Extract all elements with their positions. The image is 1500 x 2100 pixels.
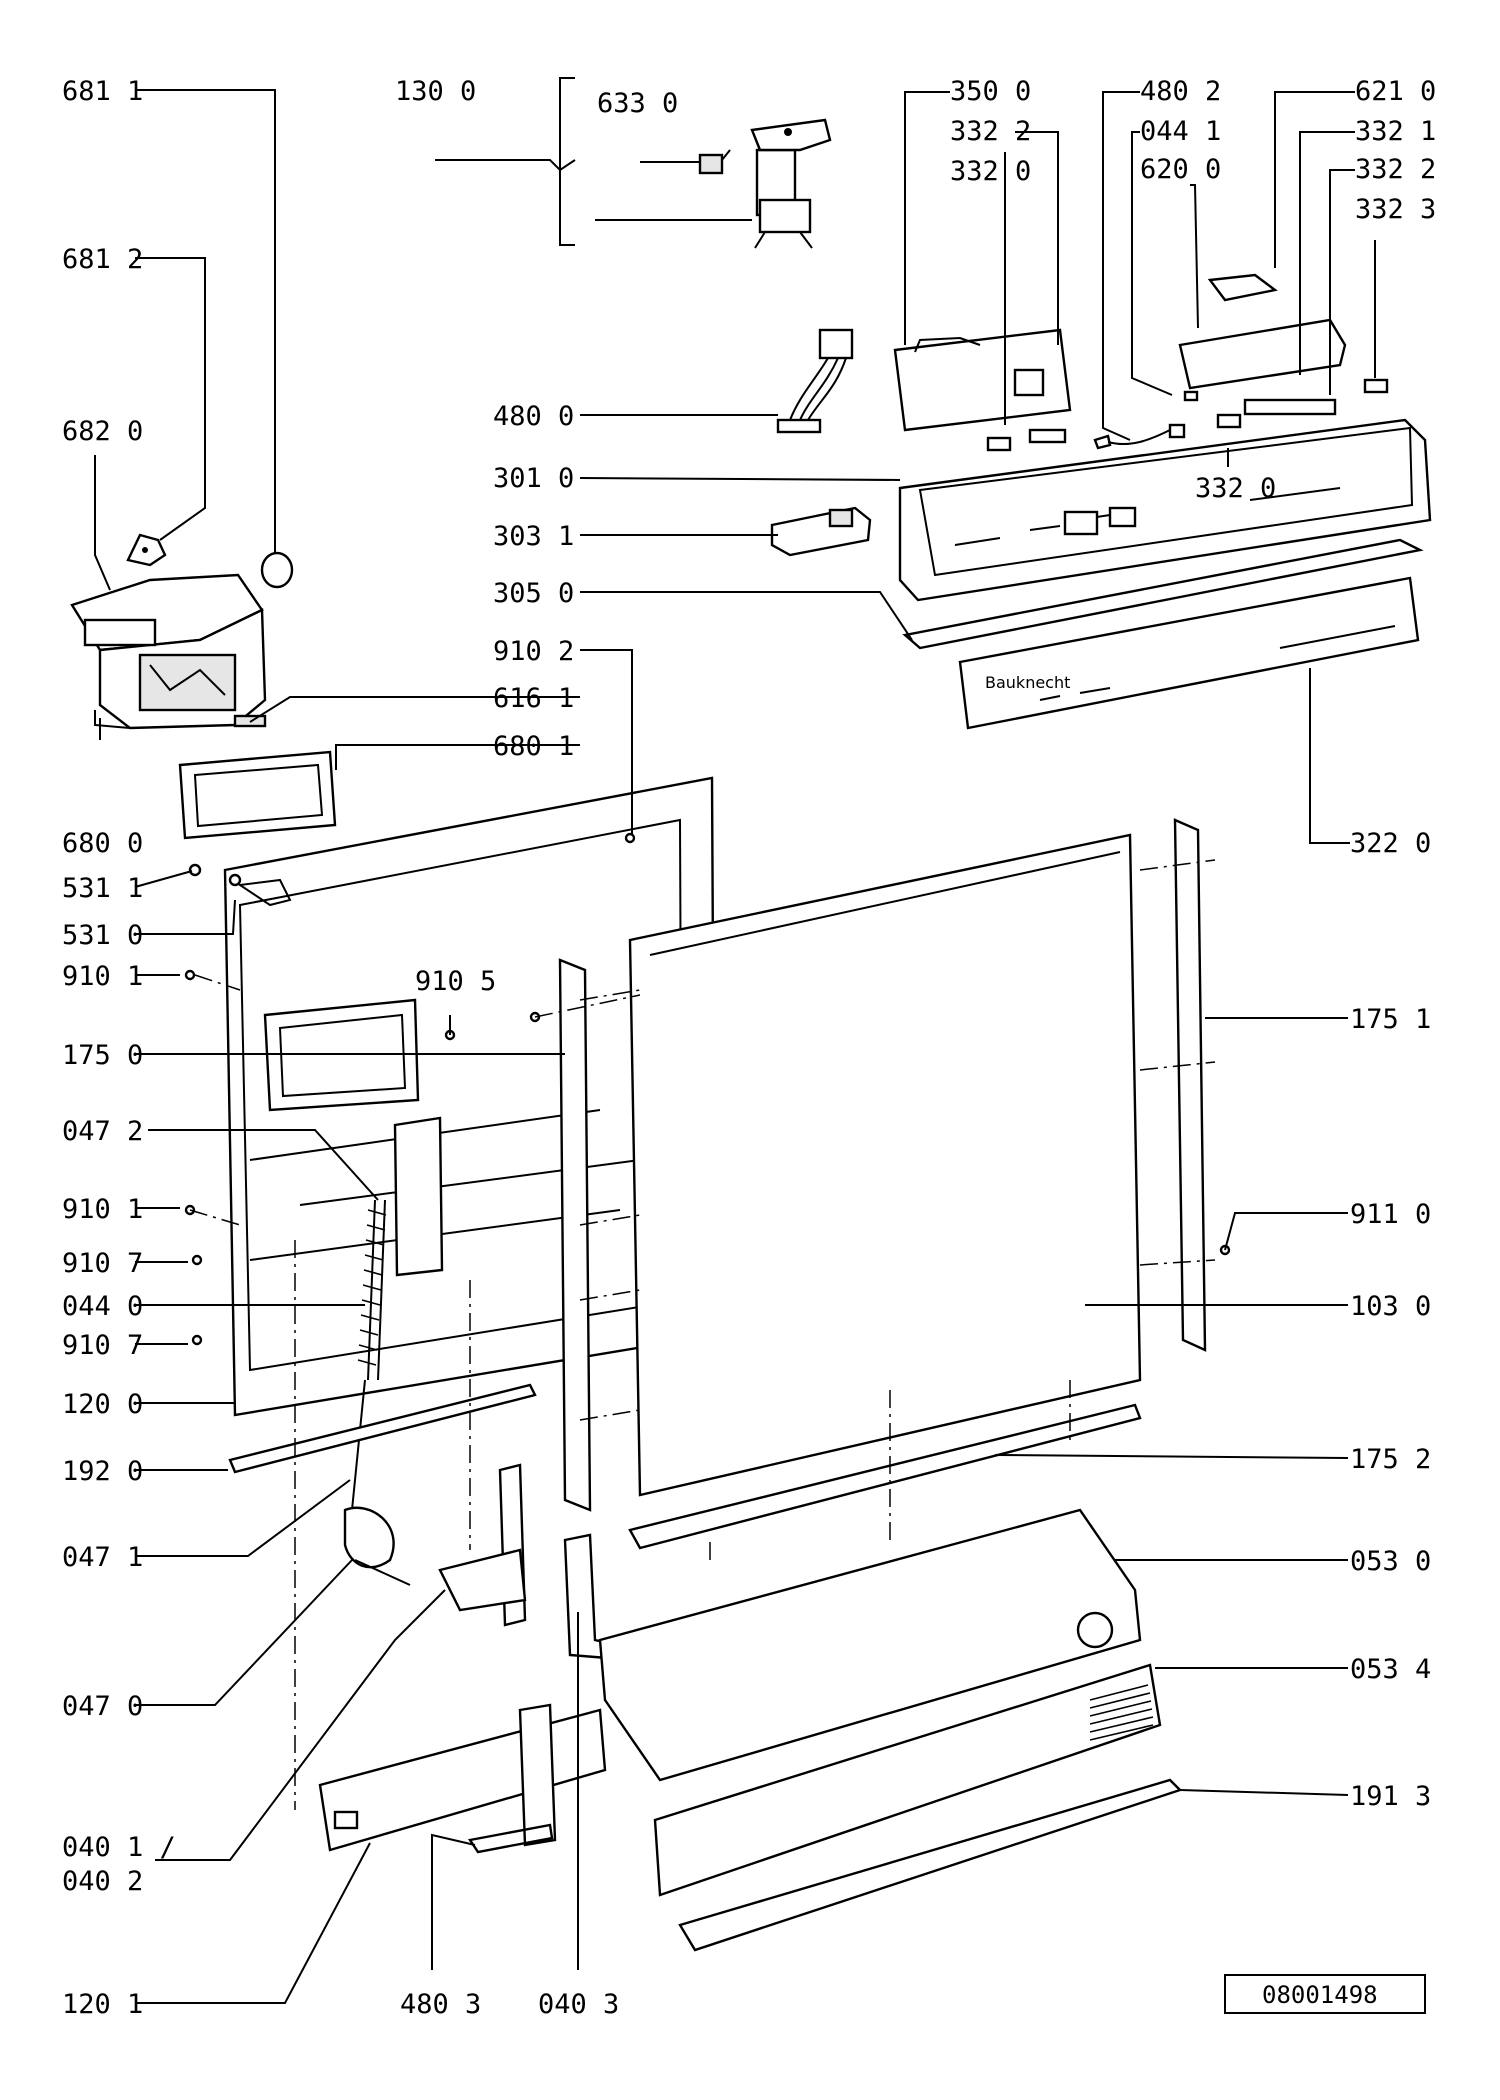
label-616-1: 616 1 [493, 683, 574, 714]
label-911-0: 911 0 [1350, 1199, 1431, 1230]
label-531-0: 531 0 [62, 920, 143, 951]
label-682-0: 682 0 [62, 416, 143, 447]
label-480-3: 480 3 [400, 1989, 481, 2020]
label-332-0-mid: 332 0 [1195, 473, 1276, 504]
label-120-1: 120 1 [62, 1989, 143, 2020]
label-047-0: 047 0 [62, 1691, 143, 1722]
label-350-0: 350 0 [950, 76, 1031, 107]
label-332-2-top: 332 2 [950, 116, 1031, 147]
label-480-2: 480 2 [1140, 76, 1221, 107]
label-332-2-right: 332 2 [1355, 154, 1436, 185]
label-040-3: 040 3 [538, 1989, 619, 2020]
part-hinge-047-1 [343, 1506, 411, 1586]
label-175-0: 175 0 [62, 1040, 143, 1071]
part-panel-301 [898, 418, 1432, 602]
label-305-0: 305 0 [493, 578, 574, 609]
part-rail-305 [902, 538, 1424, 650]
label-175-2: 175 2 [1350, 1444, 1431, 1475]
part-spring-044-0 [349, 1199, 387, 1531]
part-panel-120-1 [318, 1708, 607, 1852]
label-680-1: 680 1 [493, 731, 574, 762]
part-block-303 [770, 506, 872, 557]
label-531-1: 531 1 [62, 873, 143, 904]
label-130-0: 130 0 [395, 76, 476, 107]
part-rail-175-2 [628, 1403, 1142, 1550]
label-620-0: 620 0 [1140, 154, 1221, 185]
part-fascia-322: Bauknecht [958, 576, 1420, 730]
label-910-7-b: 910 7 [62, 1330, 143, 1361]
label-175-1: 175 1 [1350, 1004, 1431, 1035]
part-bracket-130 [698, 118, 832, 249]
brand-label: Bauknecht [985, 673, 1070, 692]
label-910-5: 910 5 [415, 966, 496, 997]
part-kickplate-053 [598, 1508, 1142, 1782]
label-053-0: 053 0 [1350, 1546, 1431, 1577]
part-inner-door-120 [223, 776, 717, 1417]
label-322-0: 322 0 [1350, 828, 1431, 859]
label-633-0: 633 0 [597, 88, 678, 119]
label-680-0: 680 0 [62, 828, 143, 859]
label-332-1: 332 1 [1355, 116, 1436, 147]
label-332-0-top: 332 0 [950, 156, 1031, 187]
screws [184, 832, 1231, 1346]
part-gasket-680-1 [178, 750, 337, 840]
label-910-1-b: 910 1 [62, 1194, 143, 1225]
part-labels: 681 1 130 0 633 0 681 2 682 0 350 0 332 … [62, 76, 1436, 2020]
label-047-1: 047 1 [62, 1542, 143, 1573]
label-681-2: 681 2 [62, 244, 143, 275]
construction-lines [189, 859, 1216, 1810]
label-191-3: 191 3 [1350, 1781, 1431, 1812]
label-040-2: 040 2 [62, 1866, 143, 1897]
part-dispenser-682 [70, 573, 267, 730]
label-910-2: 910 2 [493, 636, 574, 667]
part-strip-175-0 [558, 958, 592, 1512]
label-303-1: 303 1 [493, 521, 574, 552]
part-harness-480-0 [776, 328, 854, 434]
label-120-0: 120 0 [62, 1389, 143, 1420]
part-cap-681-1 [260, 551, 294, 589]
part-bracket-480-3 [467, 1703, 557, 1854]
label-103-0: 103 0 [1350, 1291, 1431, 1322]
label-044-0: 044 0 [62, 1291, 143, 1322]
part-strip-192 [228, 1383, 537, 1474]
reference-number: 08001498 [1262, 1981, 1378, 2009]
label-621-0: 621 0 [1355, 76, 1436, 107]
reference-box: 08001498 [1224, 1974, 1426, 2014]
part-board-350 [893, 328, 1072, 452]
label-044-1: 044 1 [1140, 116, 1221, 147]
label-681-1: 681 1 [62, 76, 143, 107]
label-040-1: 040 1 / [62, 1832, 176, 1863]
leader-lines [94, 77, 1376, 2004]
label-053-4: 053 4 [1350, 1654, 1431, 1685]
label-480-0: 480 0 [493, 401, 574, 432]
part-plinth-053-4 [653, 1663, 1162, 1897]
label-910-7-a: 910 7 [62, 1248, 143, 1279]
label-192-0: 192 0 [62, 1456, 143, 1487]
label-332-3: 332 3 [1355, 194, 1436, 225]
part-drawings: Bauknecht [70, 118, 1432, 1952]
part-clip-681-2 [126, 533, 167, 567]
label-910-1-a: 910 1 [62, 961, 143, 992]
part-hinge-040 [438, 1463, 527, 1627]
part-outer-door-103 [628, 833, 1142, 1497]
part-strip-175-1 [1173, 818, 1207, 1352]
label-047-2: 047 2 [62, 1116, 143, 1147]
part-board-620 [1093, 273, 1389, 450]
label-301-0: 301 0 [493, 463, 574, 494]
